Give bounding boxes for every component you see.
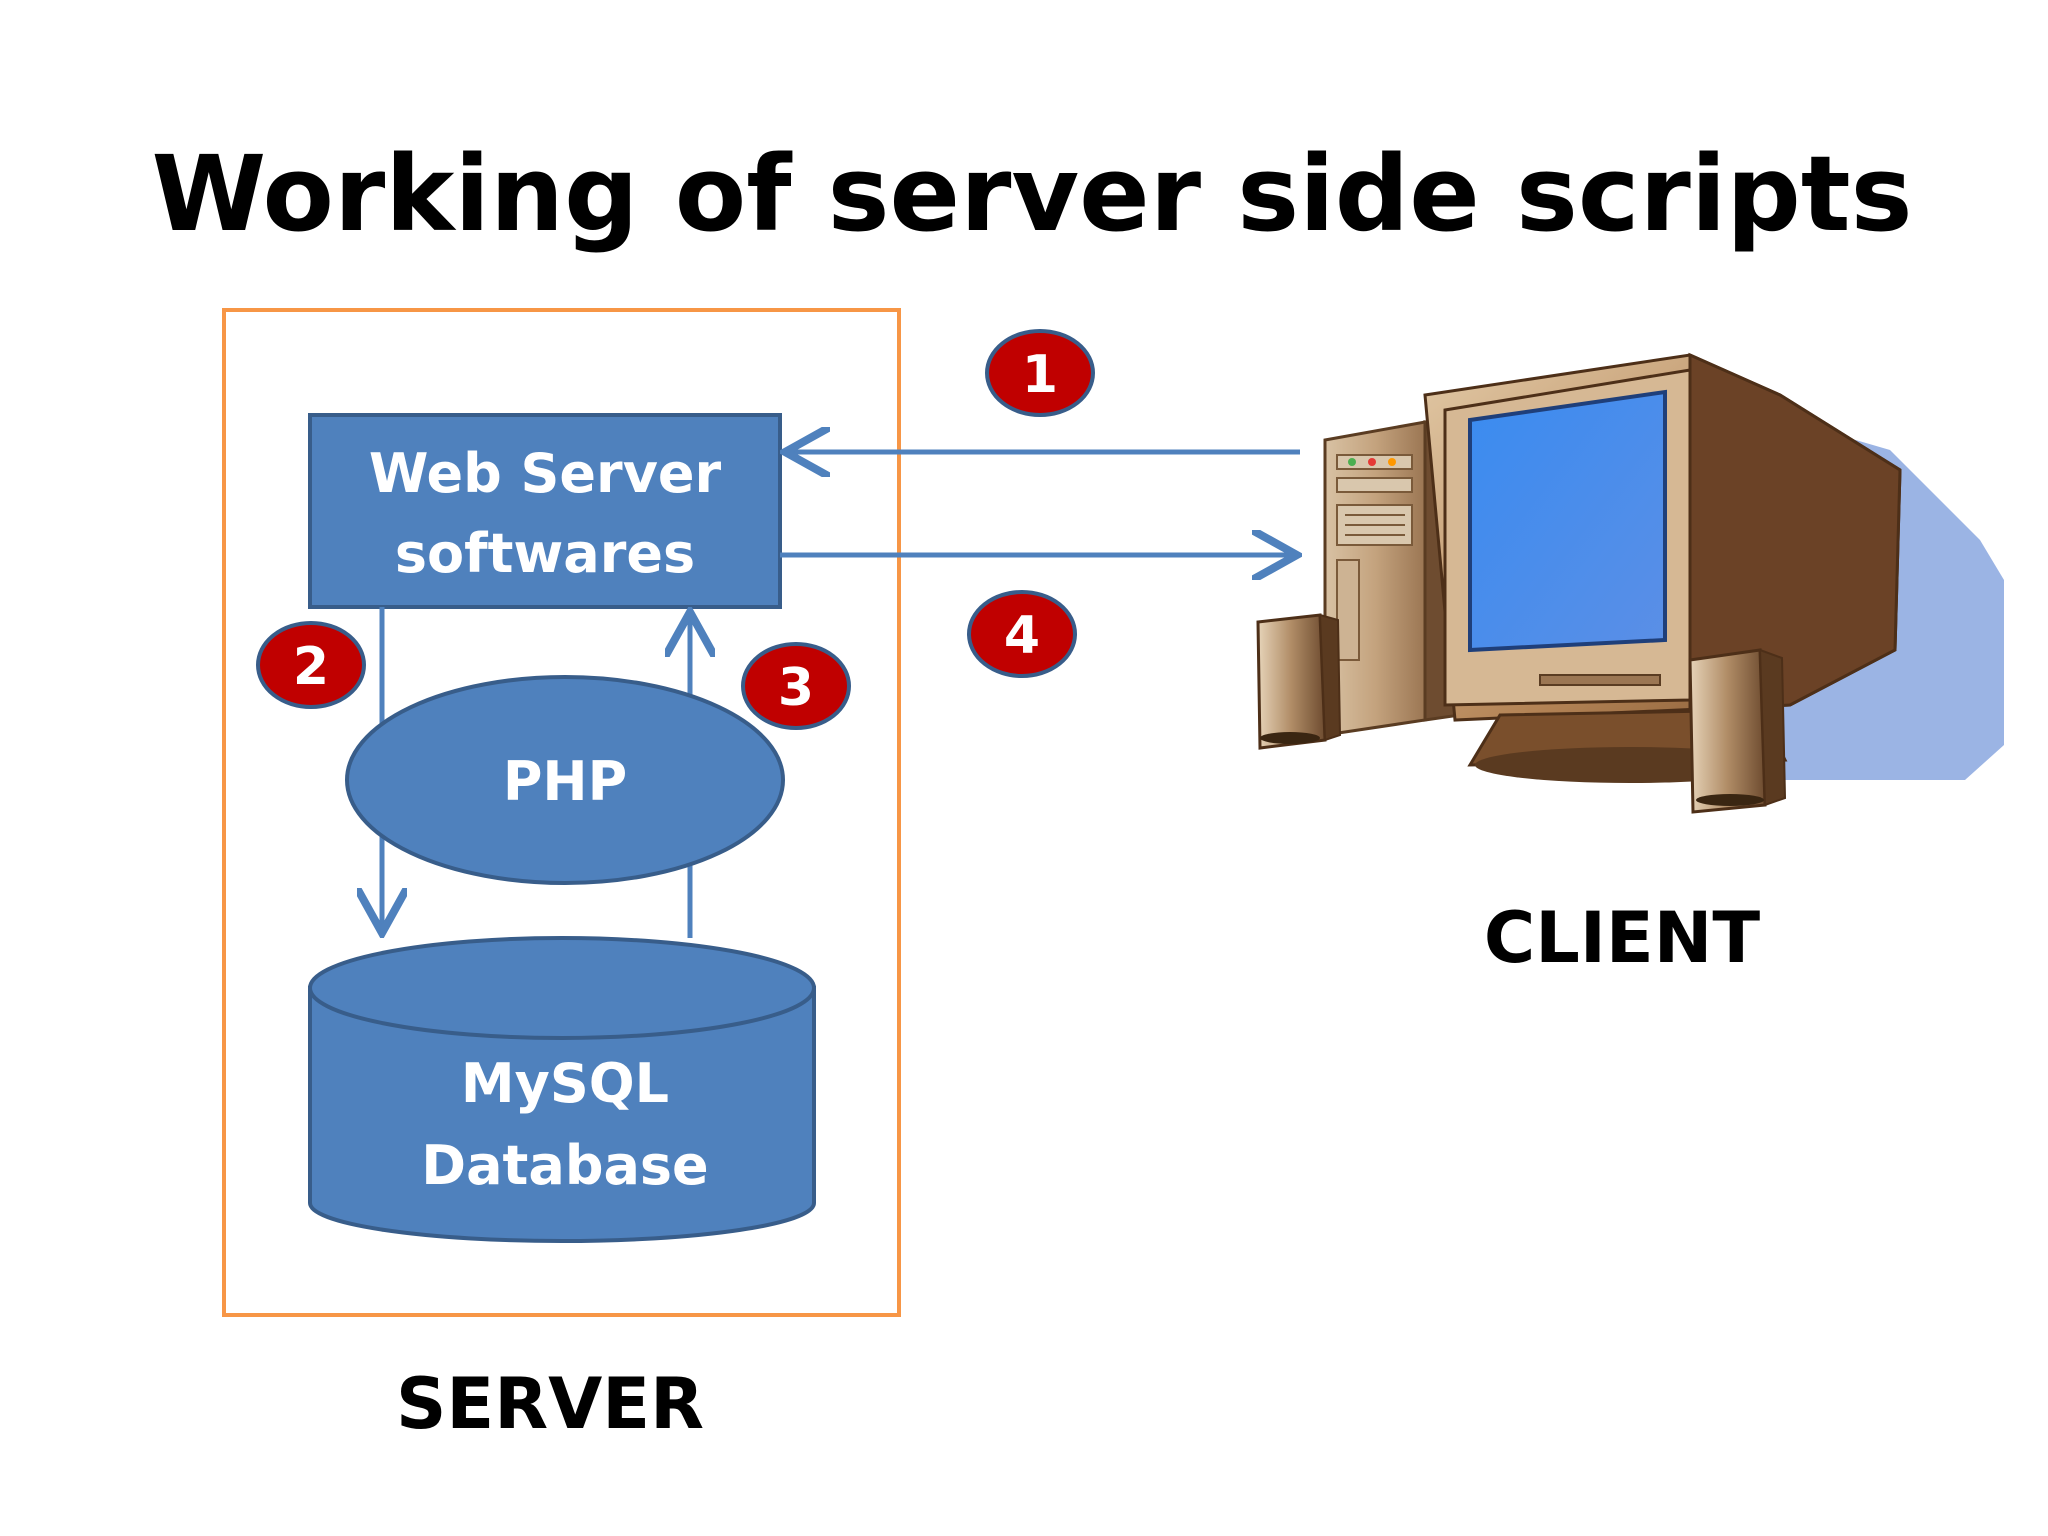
page-title: Working of server side scripts bbox=[152, 133, 1913, 255]
php-label: PHP bbox=[503, 750, 627, 813]
web-server-box: Web Server softwares bbox=[308, 413, 782, 609]
step-badge-2-label: 2 bbox=[293, 637, 329, 697]
step-badge-2: 2 bbox=[256, 621, 366, 709]
web-server-label-line2: softwares bbox=[395, 522, 695, 585]
step-badge-3: 3 bbox=[741, 642, 851, 730]
web-server-label-line1: Web Server bbox=[369, 442, 722, 505]
server-label: SERVER bbox=[396, 1363, 704, 1445]
desktop-computer-icon bbox=[1256, 352, 2004, 814]
database-cylinder: MySQL Database bbox=[308, 936, 816, 1243]
server-boundary bbox=[222, 308, 901, 1317]
database-label-line2: Database bbox=[421, 1134, 708, 1197]
php-node: PHP bbox=[345, 675, 785, 885]
step-badge-4: 4 bbox=[967, 590, 1077, 678]
step-badge-4-label: 4 bbox=[1004, 606, 1040, 666]
monitor bbox=[1423, 352, 1902, 783]
step-badge-1-label: 1 bbox=[1022, 345, 1058, 405]
database-label-line1: MySQL bbox=[461, 1052, 669, 1115]
step-badge-1: 1 bbox=[985, 329, 1095, 417]
step-badge-3-label: 3 bbox=[778, 658, 814, 718]
speaker-left bbox=[1256, 613, 1342, 750]
speaker-right bbox=[1688, 648, 1787, 814]
client-label: CLIENT bbox=[1484, 897, 1760, 979]
